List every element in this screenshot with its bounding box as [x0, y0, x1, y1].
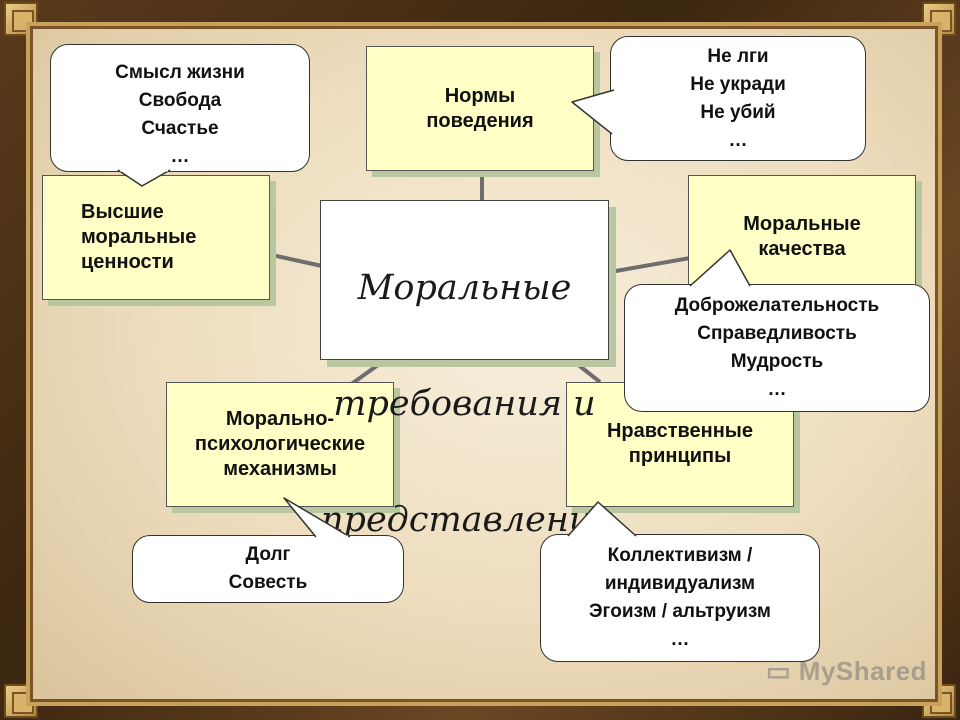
connector-values — [271, 253, 323, 268]
box-norms-of-behavior: Нормы поведения — [366, 46, 594, 171]
callout-commandments: Не лги Не укради Не убий … — [610, 36, 866, 161]
watermark-icon: ▭ — [766, 656, 799, 686]
callout-collectivism: Коллективизм / индивидуализм Эгоизм / ал… — [540, 534, 820, 662]
callout-duty-conscience: Долг Совесть — [132, 535, 404, 603]
watermark-logo: ▭ MyShared — [766, 656, 927, 687]
connector-mechanisms — [348, 358, 387, 387]
callout-meaning-of-life: Смысл жизни Свобода Счастье … — [50, 44, 310, 172]
box-moral-psychological-mechanisms: Морально- психологические механизмы — [166, 382, 394, 507]
tail-meaning — [117, 169, 171, 187]
central-line-1: Моральные — [357, 268, 572, 308]
watermark-text: MyShared — [798, 656, 928, 686]
box-highest-moral-values: Высшие моральные ценности — [42, 175, 270, 300]
connector-qualities — [609, 256, 691, 274]
tail-duty — [283, 497, 351, 538]
central-concept: Моральные требования и представления — [320, 200, 615, 540]
tail-collectivism — [567, 501, 637, 537]
central-line-2: требования и — [333, 384, 596, 424]
central-line-3: представления — [321, 500, 615, 540]
callout-virtues: Доброжелательность Справедливость Мудрос… — [624, 284, 930, 412]
tail-commandments — [571, 89, 615, 135]
connector-principles — [570, 358, 602, 384]
tail-virtues — [689, 249, 751, 287]
